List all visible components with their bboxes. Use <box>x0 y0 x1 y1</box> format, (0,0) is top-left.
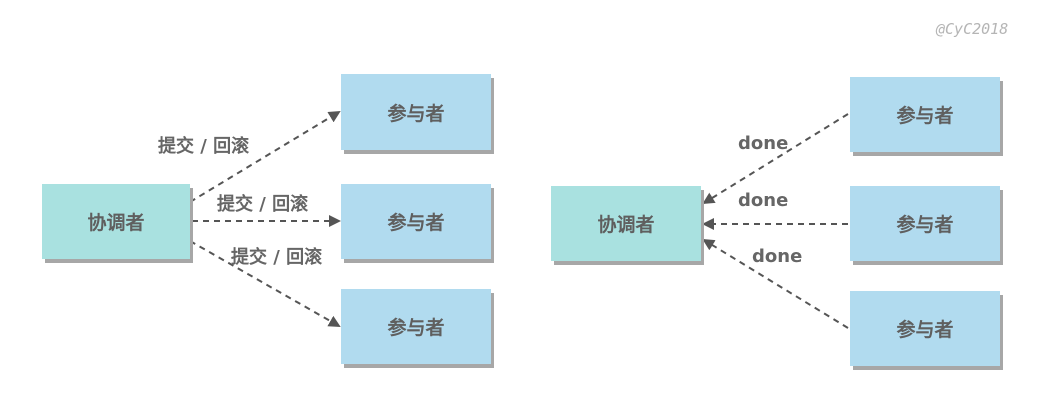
right-edge-label-1: done <box>738 133 789 154</box>
right-participant-node-2: 参与者 <box>850 186 1000 261</box>
edge-left-1 <box>189 110 341 203</box>
left-participant-node-1: 参与者 <box>341 74 491 150</box>
watermark: @CyC2018 <box>936 20 1009 38</box>
left-participant-node-2: 参与者 <box>341 184 491 259</box>
right-edge-label-2: done <box>738 190 789 211</box>
left-edge-label-1: 提交 / 回滚 <box>158 136 250 157</box>
left-participant-node-3: 参与者 <box>341 289 491 364</box>
right-coordinator-node: 协调者 <box>551 186 701 261</box>
right-participant-node-3: 参与者 <box>850 291 1000 366</box>
left-edge-label-2: 提交 / 回滚 <box>217 194 309 215</box>
left-edge-label-3: 提交 / 回滚 <box>231 247 323 268</box>
right-participant-node-1: 参与者 <box>850 77 1000 152</box>
right-edge-label-3: done <box>752 246 803 267</box>
left-coordinator-node: 协调者 <box>42 184 190 259</box>
